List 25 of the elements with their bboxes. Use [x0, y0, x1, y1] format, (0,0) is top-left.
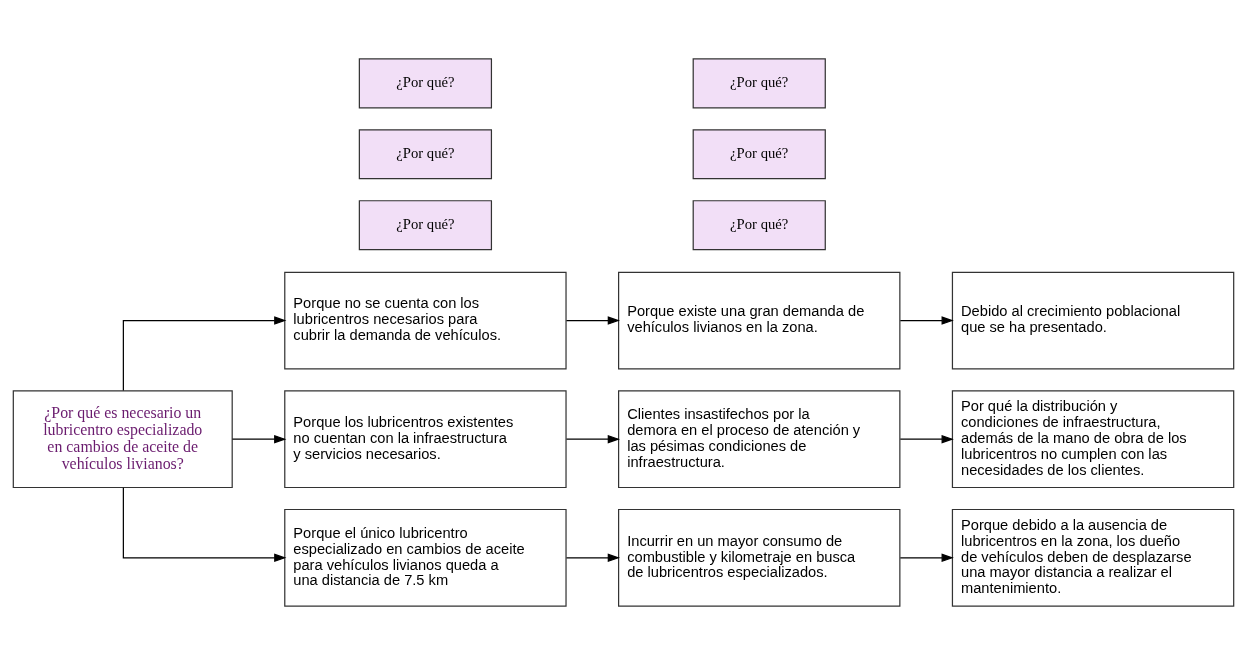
node-box: Porque debido a la ausencia de lubricentros en la zona, los dueño de vehículos deben de desplazarse una mayor distancia a realizar el mantenimiento.	[951, 508, 1235, 607]
arrow	[565, 553, 620, 563]
arrow	[565, 316, 620, 325]
node-box: ¿Por qué?	[692, 58, 826, 109]
node-box: Debido al crecimiento poblacional que se ha presentado.	[951, 271, 1235, 370]
node-box: ¿Por qué?	[358, 129, 493, 180]
node-box: Clientes insastifechos por la demora en el proceso de atención y las pésimas condiciones de infraestructura.	[618, 390, 901, 489]
node-box: Incurrir en un mayor consumo de combustible y kilometraje en busca de lubricentros especializados.	[618, 508, 901, 607]
node-box: Porque existe una gran demanda de vehículos livianos en la zona.	[618, 271, 901, 370]
arrow	[122, 316, 287, 392]
arrow	[122, 487, 287, 563]
arrow	[899, 434, 954, 444]
node-box: ¿Por qué?	[692, 129, 826, 180]
node-box: Porque el único lubricentro especializado en cambios de aceite para vehículos livianos queda a una distancia de 7.5 km	[284, 508, 567, 607]
node-box: ¿Por qué?	[358, 200, 493, 251]
node-box: Porque los lubricentros existentes no cuentan con la infraestructura y servicios necesarios.	[284, 390, 567, 489]
arrow	[565, 434, 620, 444]
node-box: Porque no se cuenta con los lubricentros necesarios para cubrir la demanda de vehículos.	[284, 271, 567, 370]
node-box: ¿Por qué?	[358, 58, 493, 109]
arrow	[899, 316, 954, 325]
arrow	[231, 434, 287, 444]
node-box: Por qué la distribución y condiciones de infraestructura, además de la mano de obra de los lubricentros no cumplen con las necesidades de los clientes.	[951, 390, 1235, 489]
node-box: ¿Por qué?	[692, 200, 826, 251]
node-box: ¿Por qué es necesario un lubricentro especializado en cambios de aceite de vehículos livianos?	[12, 390, 233, 489]
arrow	[899, 553, 954, 563]
